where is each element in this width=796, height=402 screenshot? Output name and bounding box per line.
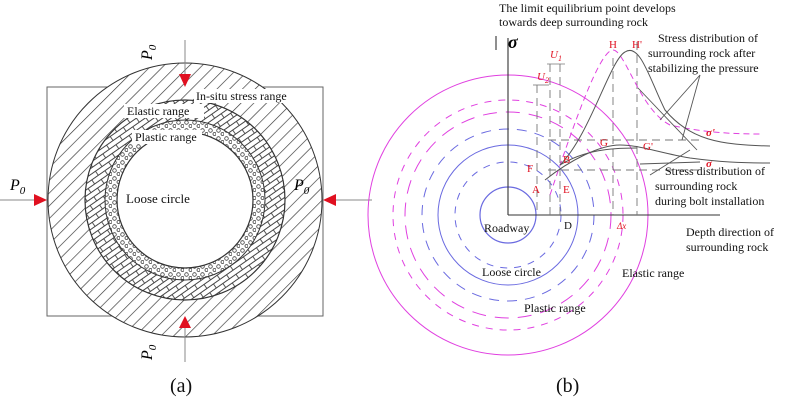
sigma-axis-label: σ [508,32,519,52]
during-label-2: surrounding rock [655,179,737,193]
sigma-prime-label: σ' [706,127,715,139]
point-a: A [532,184,540,196]
title-line-1: The limit equilibrium point develops [499,1,676,15]
right-load-label: P0 [293,177,310,197]
point-b: B [563,154,570,166]
in-situ-stress-label: In-situ stress range [196,89,287,103]
loose-circle-label: Loose circle [126,191,190,206]
after-label-2: surrounding rock after [648,46,755,60]
caption-a: (a) [170,375,192,397]
point-g: G [600,137,608,149]
leader-lines [637,74,701,176]
stress-curve-after [559,49,771,166]
caption-b: (b) [556,375,579,397]
left-load-label: P0 [9,177,26,197]
plastic-range-label-b: Plastic range [524,301,586,315]
delta-x-label: Δx [616,221,626,231]
after-label-1: Stress distribution of [658,31,758,45]
elastic-range-label-b: Elastic range [622,266,684,280]
left-load-arrow [0,194,47,206]
right-load-arrow [323,194,372,206]
bottom-load-arrow [179,316,191,362]
depth-label-2: surrounding rock [686,240,768,254]
panel-b: The limit equilibrium point develops tow… [367,1,774,397]
pink-stress-curve [549,49,761,196]
during-label-1: Stress distribution of [665,164,765,178]
loose-circle-label-b: Loose circle [482,265,541,279]
guide-lines [536,42,700,215]
u-markers [533,63,565,86]
point-f: F [527,163,533,175]
point-e: E [563,184,570,196]
top-load-arrow [179,40,191,87]
elastic-range-label: Elastic range [127,104,189,118]
title-line-2: towards deep surrounding rock [499,15,648,29]
during-label-3: during bolt installation [655,194,764,208]
elastic-label-bg [124,104,204,118]
after-label-3: stabilizing the pressure [648,61,759,75]
plastic-label-bg [132,130,202,144]
stress-curve-b [559,147,638,166]
u1-label: U1 [550,49,562,63]
point-g-prime: G' [643,141,653,153]
u2-label: U2 [537,71,549,85]
point-d: D [564,220,572,232]
panel-a: In-situ stress range Elastic range Plast… [0,40,372,397]
in-situ-label-bg [194,89,312,103]
depth-label-1: Depth direction of [686,225,774,239]
stress-curve-during [544,144,771,181]
roadway-label: Roadway [484,221,529,235]
sigma-label-right: σ [706,158,713,170]
point-h: H [609,39,617,51]
plastic-range-label: Plastic range [135,130,197,144]
point-h-prime: H' [632,39,642,51]
top-load-label: P0 [139,44,159,61]
bottom-load-label: P0 [139,344,159,361]
